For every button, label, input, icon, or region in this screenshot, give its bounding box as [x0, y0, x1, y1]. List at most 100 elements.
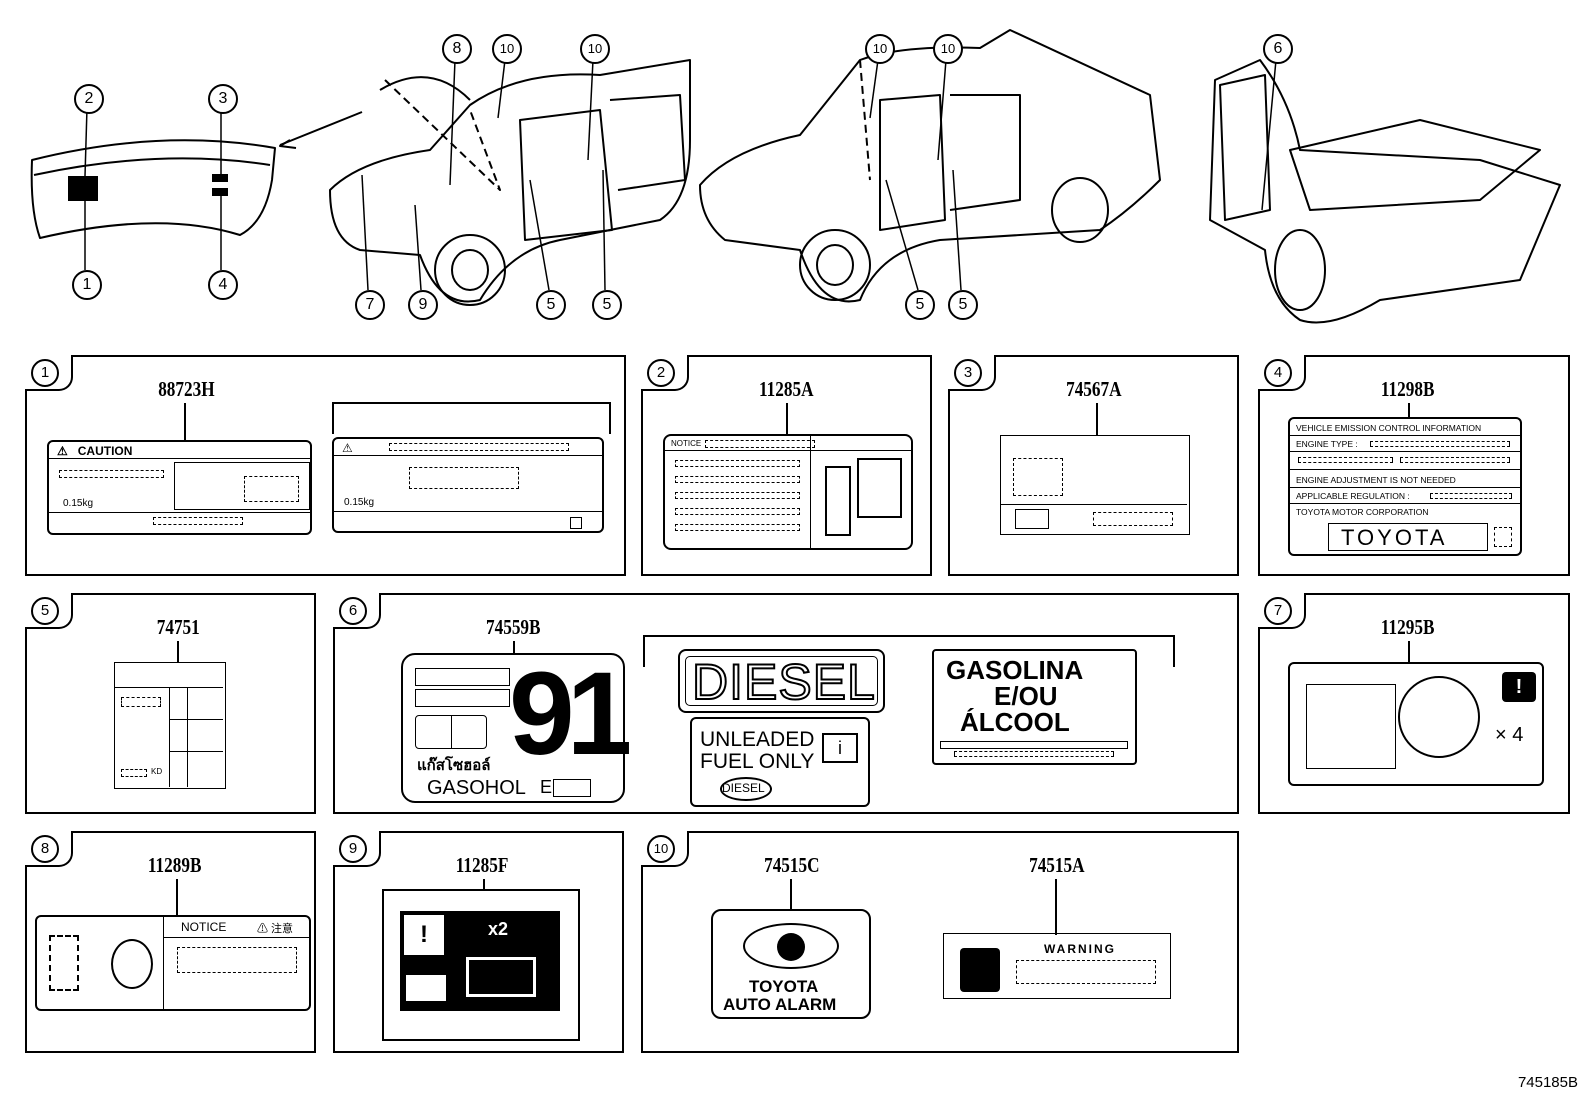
coolant-tank-icon [466, 957, 536, 997]
panel-7: 7 11295B ! × 4 [1258, 593, 1570, 814]
battery-notice-label: NOTICE ⚠ 注意 [35, 915, 311, 1011]
callout-7: 7 [355, 290, 385, 320]
panel-5: 5 74751 KD [25, 593, 316, 814]
panel-number: 7 [1264, 597, 1292, 625]
callout-2: 2 [74, 84, 104, 114]
diesel-label: DIESEL [678, 649, 885, 713]
callout-4: 4 [208, 270, 238, 300]
panel-tab: 9 [333, 831, 381, 867]
prohibited-battery-icon [49, 935, 79, 991]
panel-tab: 2 [641, 355, 689, 391]
alarm-center-icon [777, 933, 805, 961]
leader-line [786, 403, 788, 435]
part-number: 11285A [758, 377, 814, 401]
caution-label-alt: ⚠ 0.15kg [332, 437, 604, 533]
part-number: 88723H [158, 377, 215, 401]
panel-number: 5 [31, 597, 59, 625]
part-number: 74559B [485, 615, 541, 639]
emission-label: VEHICLE EMISSION CONTROL INFORMATION ENG… [1288, 417, 1522, 556]
times-four: × 4 [1495, 724, 1524, 746]
diesel-text: DIESEL [691, 653, 876, 711]
battery-icon [111, 939, 153, 989]
kd-text: KD [151, 767, 163, 776]
panel-tab: 8 [25, 831, 73, 867]
tie-down-label: ! × 4 [1288, 662, 1544, 786]
leader-line [483, 879, 485, 889]
part-number: 74515A [1029, 853, 1085, 877]
leader-line [513, 641, 515, 655]
bed-diagram [1306, 684, 1396, 769]
panel-tab: 3 [948, 355, 996, 391]
panel-number: 4 [1264, 359, 1292, 387]
callout-9: 9 [408, 290, 438, 320]
panel-2: 2 11285A NOTICE [641, 355, 932, 576]
leader-line [176, 879, 178, 917]
panel-10: 10 74515C 74515A TOYOTA AUTO ALARM WARNI… [641, 831, 1239, 1053]
fuel-91-label: 91 แก๊สโซฮอล์ GASOHOL E [401, 653, 632, 803]
panel-1: 1 88723H ⚠ CAUTION 0.15kg ⚠ 0.15kg [25, 355, 626, 576]
coolant-notice-label: NOTICE [663, 434, 913, 550]
panel-number: 1 [31, 359, 59, 387]
truck-front-view [329, 59, 691, 303]
emission-line: TOYOTA MOTOR CORPORATION [1296, 507, 1429, 517]
notice-text: NOTICE [181, 920, 227, 934]
part-number: 11289B [147, 853, 202, 877]
panel-tab: 10 [641, 831, 689, 867]
leader-line [1408, 641, 1410, 663]
caution-label: ⚠ CAUTION 0.15kg [47, 440, 312, 535]
gasohol-text: GASOHOL [427, 777, 526, 799]
callout-10: 10 [580, 34, 610, 64]
panel-8: 8 11289B NOTICE ⚠ 注意 [25, 831, 316, 1053]
leader-line [177, 641, 179, 663]
emission-line: ENGINE TYPE : [1296, 439, 1358, 449]
tie-down-detail [1398, 676, 1480, 758]
e-letter: E [540, 777, 553, 797]
label-74567a [1000, 435, 1190, 535]
callout-6: 6 [1263, 34, 1293, 64]
callout-10: 10 [492, 34, 522, 64]
bracket [332, 402, 611, 434]
weight-text: 0.15kg [63, 498, 94, 509]
leader-line [184, 403, 186, 441]
leader-line [1408, 403, 1410, 417]
panel-number: 6 [339, 597, 367, 625]
warning-text: WARNING [1044, 942, 1116, 956]
callout-3: 3 [208, 84, 238, 114]
caution-heading: ⚠ CAUTION [57, 444, 133, 458]
panel-3: 3 74567A [948, 355, 1239, 576]
document-number: 745185B [1517, 1074, 1578, 1091]
x2-text: x2 [488, 919, 509, 939]
part-number: 11298B [1380, 377, 1435, 401]
panel-tab: 5 [25, 593, 73, 629]
part-number: 74751 [156, 615, 200, 639]
callout-1: 1 [72, 270, 102, 300]
panel-tab: 4 [1258, 355, 1306, 391]
leader-line [1055, 879, 1057, 935]
gasolina-label: GASOLINA E/OU ÁLCOOL [932, 649, 1137, 765]
manual-book-icon [406, 975, 446, 1001]
panel-6: 6 74559B 91 แก๊สโซฮอล์ GASOHOL E DIESEL … [333, 593, 1239, 814]
manual-icon: i [822, 733, 858, 763]
callout-5: 5 [905, 290, 935, 320]
panel-number: 10 [647, 835, 675, 863]
notice-text: NOTICE [671, 439, 702, 448]
truck-rear-view [1209, 59, 1561, 324]
warning-diamond-icon: ! [1502, 672, 1536, 702]
thai-text: แก๊สโซฮอล์ [417, 757, 491, 774]
callout-5: 5 [592, 290, 622, 320]
notice-jp-text: ⚠ 注意 [257, 923, 294, 935]
callout-10: 10 [933, 34, 963, 64]
emission-line: APPLICABLE REGULATION : [1296, 491, 1410, 501]
warning-diamond-icon: ! [404, 915, 444, 955]
lock-icon [960, 948, 1000, 992]
alarm-waves-icon [743, 923, 839, 969]
panel-tab: 1 [25, 355, 73, 391]
hood-panel-drawing [30, 139, 276, 239]
panel-number: 9 [339, 835, 367, 863]
tire-pressure-label: KD [114, 662, 226, 789]
gasolina-line2: E/OU [994, 681, 1058, 711]
panel-number: 8 [31, 835, 59, 863]
weight-text: 0.15kg [344, 497, 375, 508]
callout-5: 5 [536, 290, 566, 320]
unleaded-label: UNLEADED FUEL ONLY i DIESEL [690, 717, 870, 807]
